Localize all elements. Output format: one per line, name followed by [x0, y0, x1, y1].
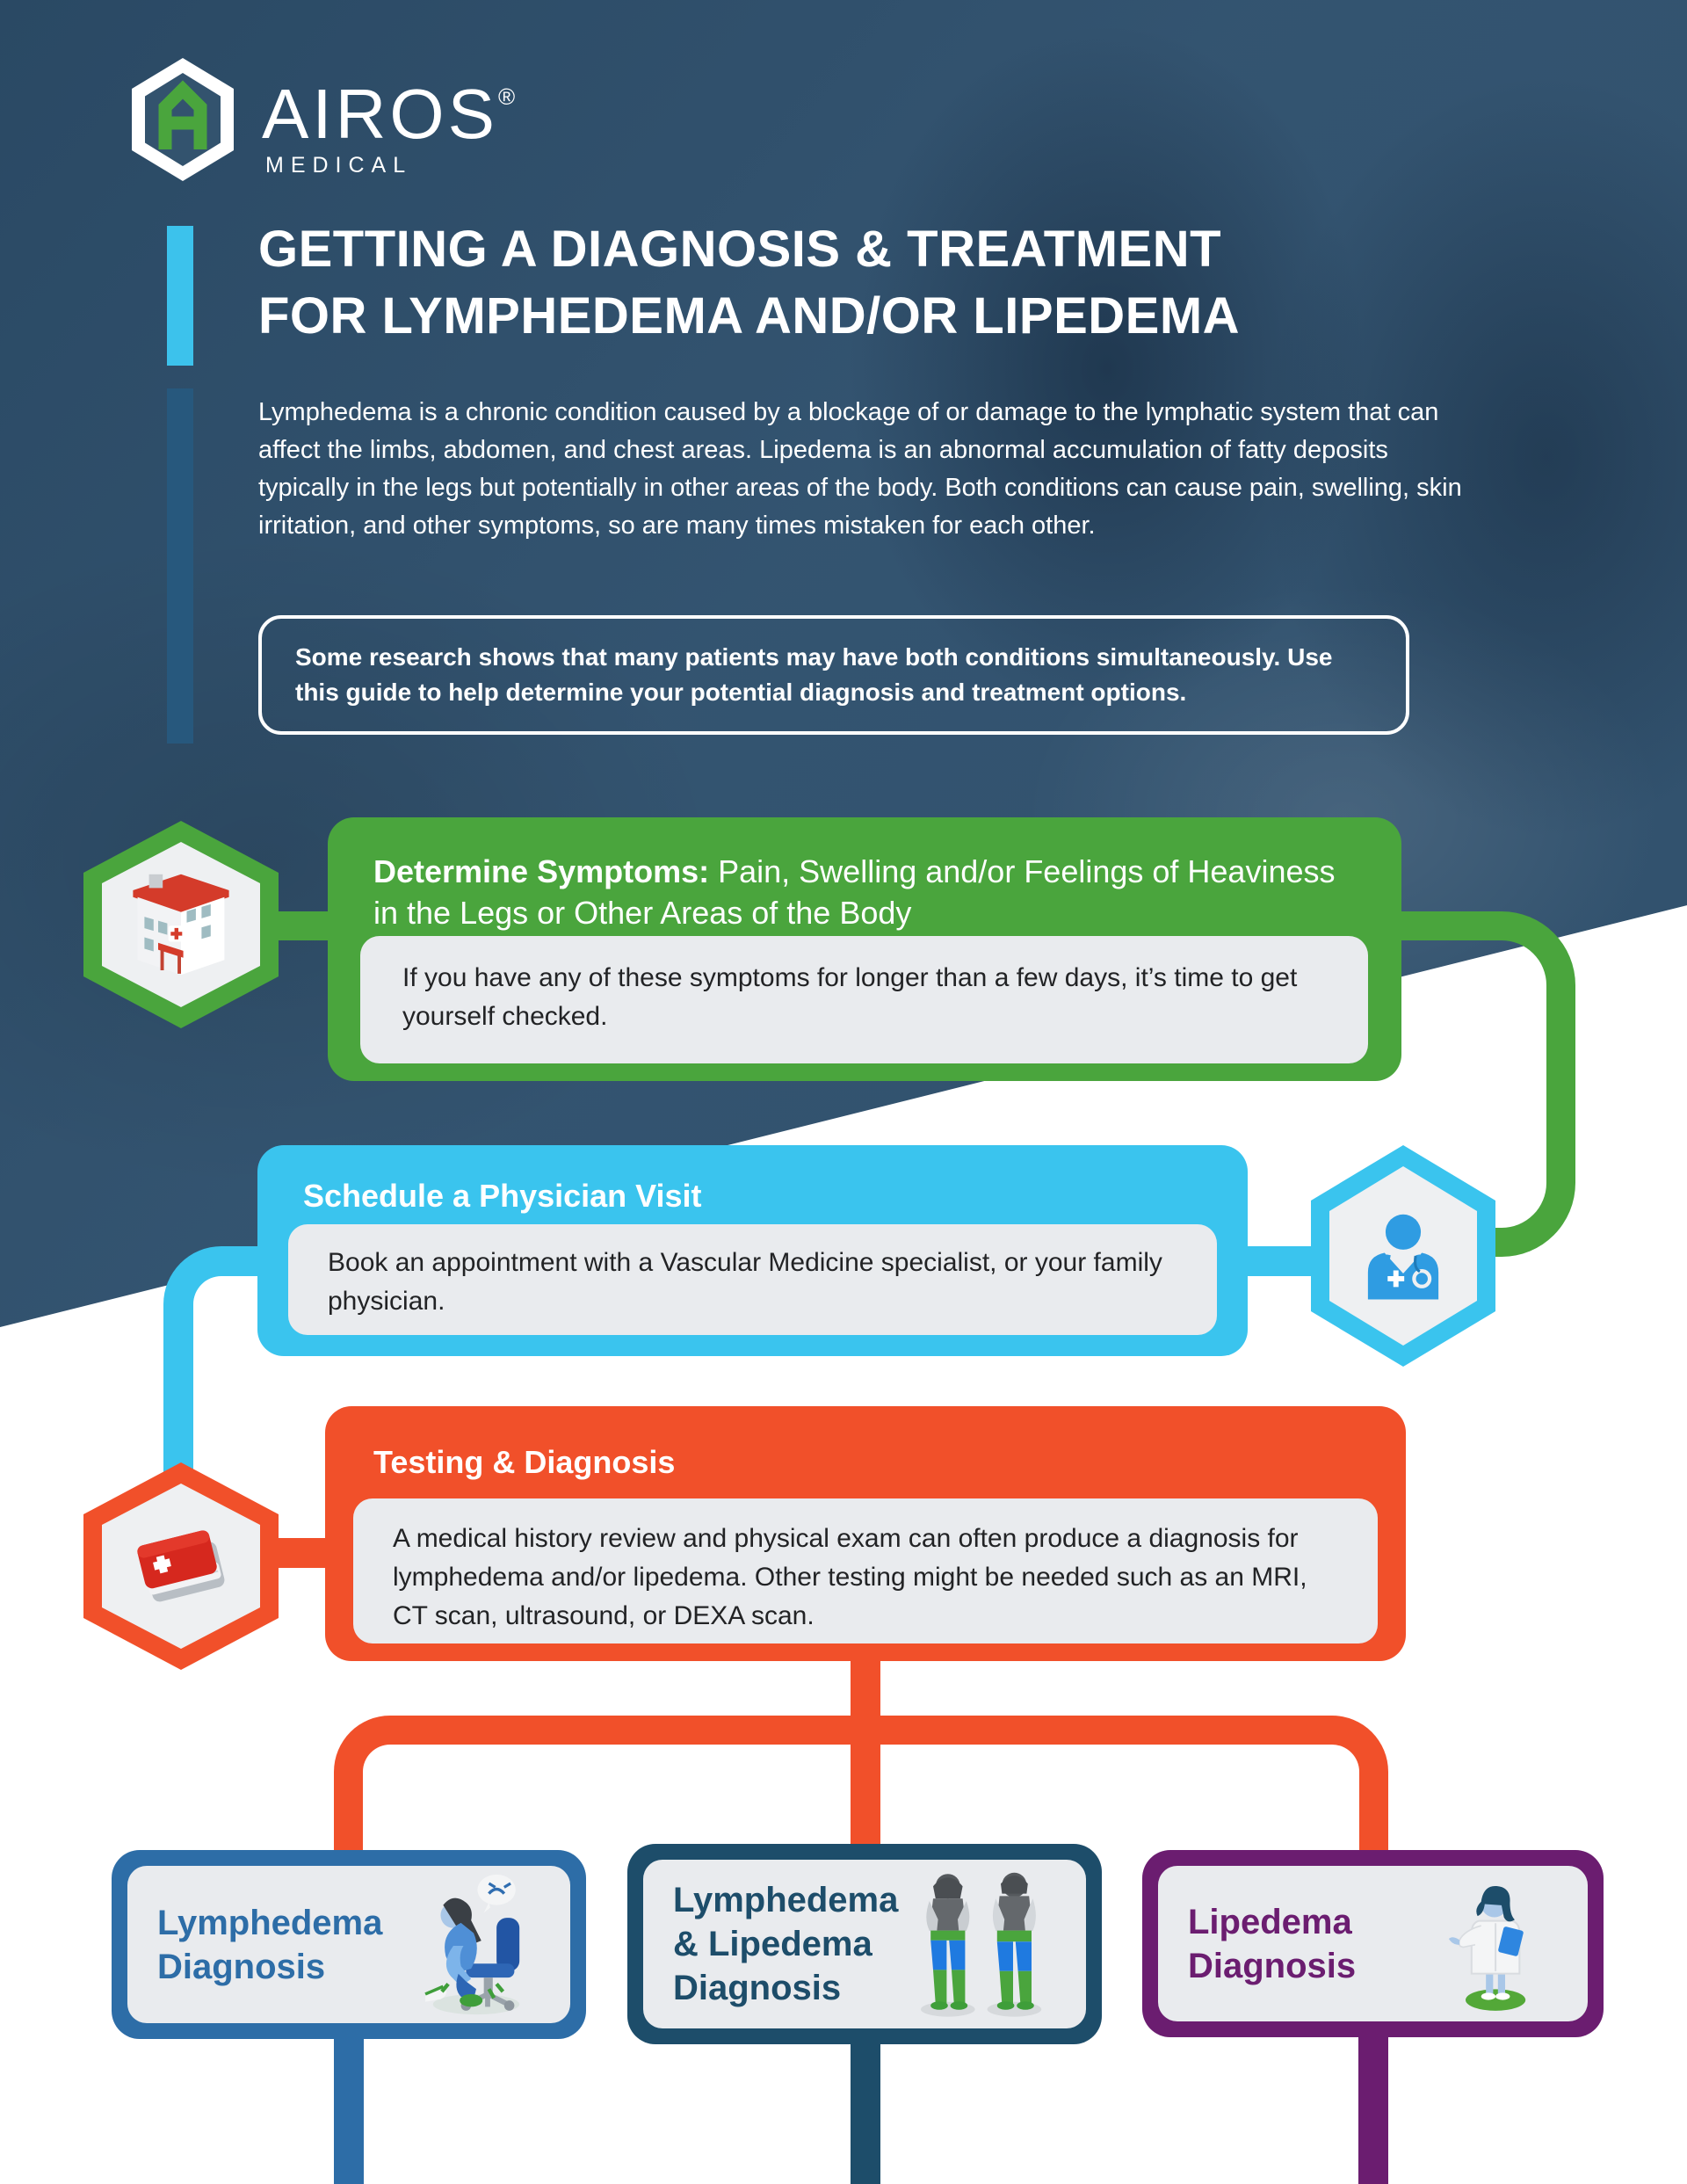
research-callout: Some research shows that many patients m… — [258, 615, 1409, 735]
outcome-lymphedema-lipedema-diagnosis: Lymphedema & Lipedema Diagnosis — [627, 1844, 1102, 2044]
outcome-lipedema-diagnosis: Lipedema Diagnosis — [1142, 1850, 1604, 2037]
connector-branch-middle — [851, 1738, 880, 1854]
step3-body: A medical history review and physical ex… — [353, 1498, 1378, 1643]
airos-hexagon-logo-icon — [132, 58, 234, 181]
step1-heading: Determine Symptoms: Pain, Swelling and/o… — [373, 851, 1366, 933]
step2-heading: Schedule a Physician Visit — [303, 1178, 702, 1214]
intro-accent-bar — [167, 388, 193, 744]
title-accent-bar — [167, 226, 193, 366]
step2-body: Book an appointment with a Vascular Medi… — [288, 1224, 1217, 1335]
physician-icon — [1367, 1214, 1439, 1300]
connector-physician-node-to-box — [1237, 1246, 1325, 1276]
connector-both-continue — [851, 2035, 880, 2184]
outcome-lymphedema-diagnosis: Lymphedema Diagnosis — [112, 1850, 586, 2039]
step3-heading: Testing & Diagnosis — [373, 1444, 676, 1480]
medical-book-node — [83, 1462, 279, 1670]
physician-node — [1311, 1145, 1495, 1367]
brand-name: AIROS® — [262, 74, 516, 153]
page-title-line2: FOR LYMPHEDEMA AND/OR LIPEDEMA — [258, 287, 1241, 345]
outcome1-title: Lymphedema Diagnosis — [157, 1903, 383, 1986]
connector-lymphedema-continue — [334, 2030, 364, 2184]
page-title-line1: GETTING A DIAGNOSIS & TREATMENT — [258, 221, 1222, 278]
connector-lipedema-continue — [1358, 2030, 1388, 2184]
step1-heading-bold: Determine Symptoms: — [373, 853, 710, 889]
registered-mark: ® — [497, 83, 516, 110]
step-determine-symptoms: Determine Symptoms: Pain, Swelling and/o… — [328, 817, 1401, 1081]
two-body-comparison-illustration — [921, 1872, 1042, 2017]
step-testing-diagnosis: Testing & Diagnosis A medical history re… — [325, 1406, 1406, 1661]
outcome3-title: Lipedema Diagnosis — [1188, 1902, 1357, 1985]
intro-paragraph: Lymphedema is a chronic condition caused… — [258, 398, 1462, 540]
connector-physician-to-testing — [163, 1246, 260, 1477]
step1-heading-rest: Pain, Swelling and/or Feelings of Heavin… — [373, 853, 1336, 931]
airos-logo: AIROS® MEDICAL — [132, 58, 515, 181]
outcome2-title: Lymphedema & Lipedema Diagnosis — [673, 1881, 899, 2007]
patient-leg-pain-illustration — [424, 1874, 520, 2015]
medical-book-icon — [137, 1530, 225, 1602]
step1-body: If you have any of these symptoms for lo… — [360, 936, 1368, 1063]
brand-division: MEDICAL — [265, 152, 413, 178]
logo-a-glyph — [158, 80, 207, 149]
doctor-consult-illustration — [1448, 1885, 1526, 2011]
page-title: GETTING A DIAGNOSIS & TREATMENT FOR LYMP… — [258, 216, 1240, 350]
step-schedule-physician: Schedule a Physician Visit Book an appoi… — [257, 1145, 1248, 1356]
connector-testing-trunk — [851, 1651, 880, 1724]
hospital-building-icon — [133, 874, 229, 976]
